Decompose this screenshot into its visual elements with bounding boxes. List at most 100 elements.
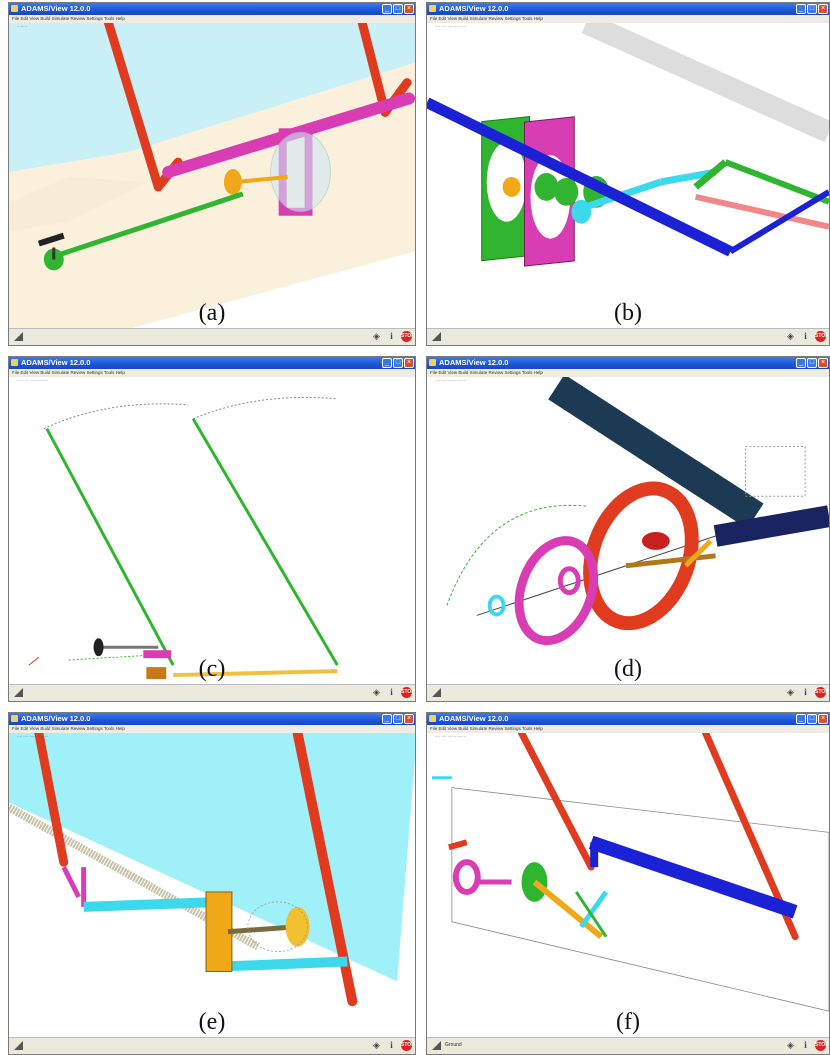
app-icon [429,359,436,366]
minimize-button[interactable]: _ [796,714,806,724]
stop-icon[interactable]: STOP [401,1040,415,1051]
info-icon[interactable]: i [390,1040,393,1050]
maximize-button[interactable]: □ [393,358,403,368]
menu-bar[interactable]: File Edit View Build Simulate Review Set… [427,725,829,733]
menu-bar[interactable]: File Edit View Build Simulate Review Set… [9,369,415,377]
menu-bar[interactable]: File Edit View Build Simulate Review Set… [427,369,829,377]
model-drawing [427,23,829,267]
view-icon[interactable]: ◈ [787,1040,794,1050]
title-bar[interactable]: ADAMS/View 12.0.0 _ □ × [427,713,829,725]
window-title: ADAMS/View 12.0.0 [21,358,91,367]
triad-icon[interactable] [431,687,442,698]
status-bar: ◈ i STOP [9,328,415,345]
minimize-button[interactable]: _ [382,714,392,724]
panel-caption: (a) [198,300,226,326]
app-icon [429,5,436,12]
window-title: ADAMS/View 12.0.0 [439,4,509,13]
view-icon[interactable]: ◈ [373,687,380,697]
title-bar[interactable]: ADAMS/View 12.0.0 _ □ × [427,3,829,15]
model-viewport[interactable]: .... .... ............... (f) [427,733,829,1038]
status-bar: ◈ i STOP [427,684,829,701]
close-button[interactable]: × [404,4,414,14]
close-button[interactable]: × [818,358,828,368]
info-icon[interactable]: i [804,687,807,697]
status-text: .... .... ............... [435,377,467,382]
triad-icon[interactable] [13,331,24,342]
panel-caption: (b) [614,300,642,326]
menu-bar[interactable]: File Edit View Build Simulate Review Set… [9,725,415,733]
view-icon[interactable]: ◈ [787,331,794,341]
adams-window-b: ADAMS/View 12.0.0 _ □ × File Edit View B… [426,2,830,346]
minimize-button[interactable]: _ [382,358,392,368]
panel-caption: (e) [198,1009,226,1035]
status-text: ........ [17,23,28,28]
adams-window-d: ADAMS/View 12.0.0 _ □ × File Edit View B… [426,356,830,702]
view-icon[interactable]: ◈ [787,687,794,697]
model-viewport[interactable]: .... .... ............... (c) [9,377,415,685]
view-icon[interactable]: ◈ [373,331,380,341]
status-text: .... .... ............... [17,733,49,738]
stop-icon[interactable]: STOP [815,331,829,342]
adams-window-e: ADAMS/View 12.0.0 _ □ × File Edit View B… [8,712,416,1055]
status-text: .... .... ............... [435,23,467,28]
triad-icon[interactable] [431,331,442,342]
model-viewport[interactable]: .... .... ............... (e) [9,733,415,1038]
window-title: ADAMS/View 12.0.0 [21,714,91,723]
title-bar[interactable]: ADAMS/View 12.0.0 _ □ × [427,357,829,369]
stop-icon[interactable]: STOP [815,1040,829,1051]
title-bar[interactable]: ADAMS/View 12.0.0 _ □ × [9,713,415,725]
status-bar: ◈ i STOP [9,684,415,701]
minimize-button[interactable]: _ [796,358,806,368]
info-icon[interactable]: i [804,1040,807,1050]
stop-icon[interactable]: STOP [401,687,415,698]
panel-caption: (f) [616,1009,640,1035]
stop-icon[interactable]: STOP [815,687,829,698]
model-drawing [9,23,415,329]
info-icon[interactable]: i [390,331,393,341]
model-drawing [446,377,829,646]
view-icon[interactable]: ◈ [373,1040,380,1050]
model-drawing [9,733,415,1007]
title-bar[interactable]: ADAMS/View 12.0.0 _ □ × [9,3,415,15]
app-icon [429,715,436,722]
maximize-button[interactable]: □ [807,714,817,724]
app-icon [11,5,18,12]
maximize-button[interactable]: □ [807,358,817,368]
maximize-button[interactable]: □ [393,4,403,14]
window-title: ADAMS/View 12.0.0 [439,714,509,723]
maximize-button[interactable]: □ [807,4,817,14]
close-button[interactable]: × [818,714,828,724]
menu-bar[interactable]: File Edit View Build Simulate Review Set… [427,15,829,23]
maximize-button[interactable]: □ [393,714,403,724]
adams-window-a: ADAMS/View 12.0.0 _ □ × File Edit View B… [8,2,416,346]
minimize-button[interactable]: _ [382,4,392,14]
menu-bar[interactable]: File Edit View Build Simulate Review Set… [9,15,415,23]
model-viewport[interactable]: .... .... ............... (d) [427,377,829,685]
model-viewport[interactable]: .... .... ............... (b) [427,23,829,329]
app-icon [11,359,18,366]
triad-icon[interactable] [13,1040,24,1051]
minimize-button[interactable]: _ [796,4,806,14]
model-viewport[interactable]: ........ (a) [9,23,415,329]
model-drawing [431,733,829,1012]
app-icon [11,715,18,722]
status-text: .... .... ............... [435,733,467,738]
close-button[interactable]: × [818,4,828,14]
close-button[interactable]: × [404,358,414,368]
info-icon[interactable]: i [804,331,807,341]
status-bar: Ground ◈ i STOP [427,1037,829,1054]
stop-icon[interactable]: STOP [401,331,415,342]
selection-label: Ground [445,1042,462,1048]
info-icon[interactable]: i [390,687,393,697]
model-drawing [28,396,339,680]
panel-caption: (c) [198,656,226,682]
title-bar[interactable]: ADAMS/View 12.0.0 _ □ × [9,357,415,369]
panel-caption: (d) [614,656,642,682]
close-button[interactable]: × [404,714,414,724]
adams-window-f: ADAMS/View 12.0.0 _ □ × File Edit View B… [426,712,830,1055]
status-bar: ◈ i STOP [427,328,829,345]
triad-icon[interactable] [13,687,24,698]
status-bar: ◈ i STOP [9,1037,415,1054]
adams-window-c: ADAMS/View 12.0.0 _ □ × File Edit View B… [8,356,416,702]
triad-icon[interactable] [431,1040,442,1051]
